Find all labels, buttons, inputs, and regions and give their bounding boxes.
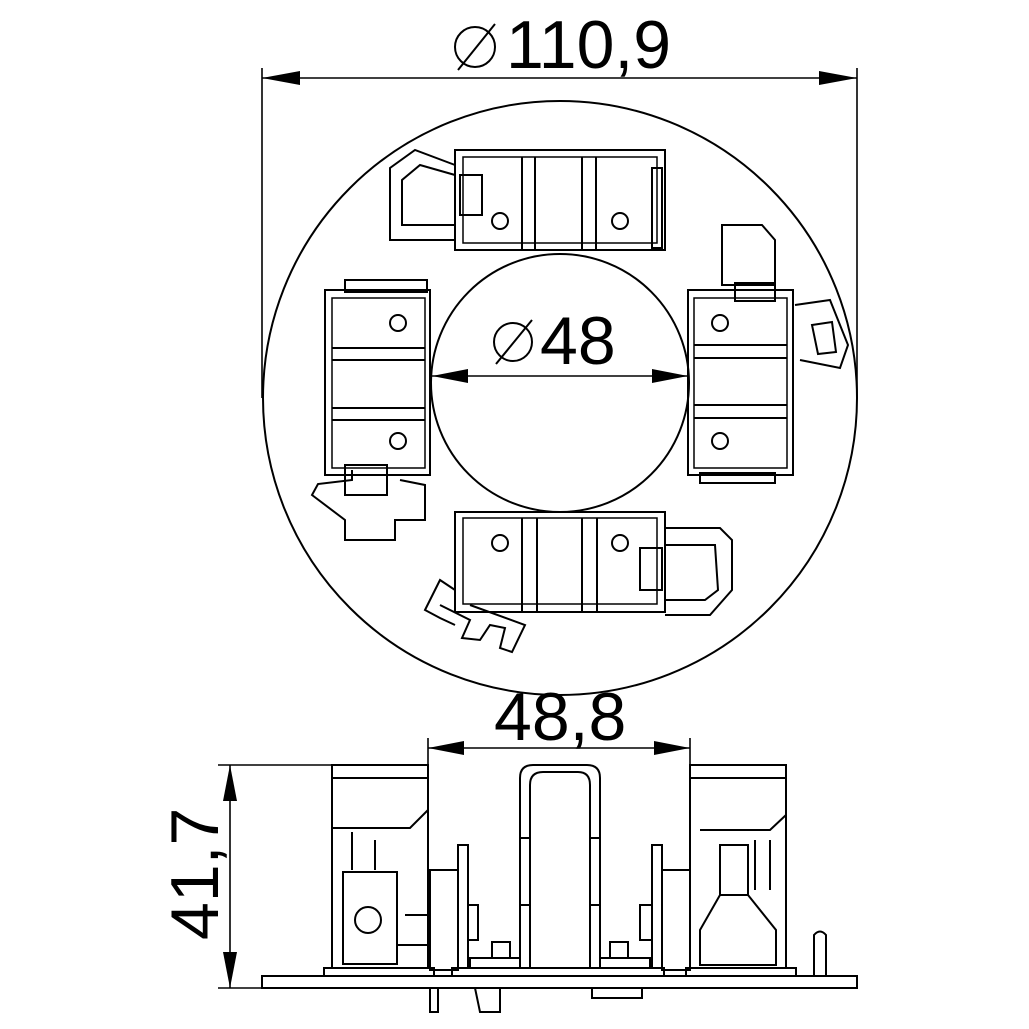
side-view: 48,8 41,7 (157, 679, 858, 1013)
holder-top (389, 148, 666, 251)
dim-outer-diameter-label: 110,9 (506, 7, 671, 83)
diameter-symbol-icon (493, 319, 533, 365)
side-center-part (429, 764, 663, 1013)
outer-circle (262, 100, 858, 696)
side-left-block (331, 764, 459, 971)
inner-circle (430, 253, 690, 513)
holder-left (310, 279, 431, 541)
holder-bottom (423, 511, 733, 654)
diameter-symbol-icon (454, 23, 496, 71)
dim-inner-diameter-label: 48 (540, 303, 616, 379)
dim-height: 41,7 (157, 764, 332, 989)
dim-bottom-width: 48,8 (427, 679, 691, 765)
holder-right (687, 224, 850, 484)
dim-inner-diameter: 48 (432, 303, 688, 383)
dim-outer-diameter: 110,9 (261, 7, 858, 398)
side-right-block (661, 764, 827, 976)
dim-height-label: 41,7 (157, 808, 233, 940)
top-view: 110,9 48 (261, 7, 858, 696)
dim-bottom-width-label: 48,8 (494, 679, 626, 755)
base-plate (261, 975, 858, 989)
